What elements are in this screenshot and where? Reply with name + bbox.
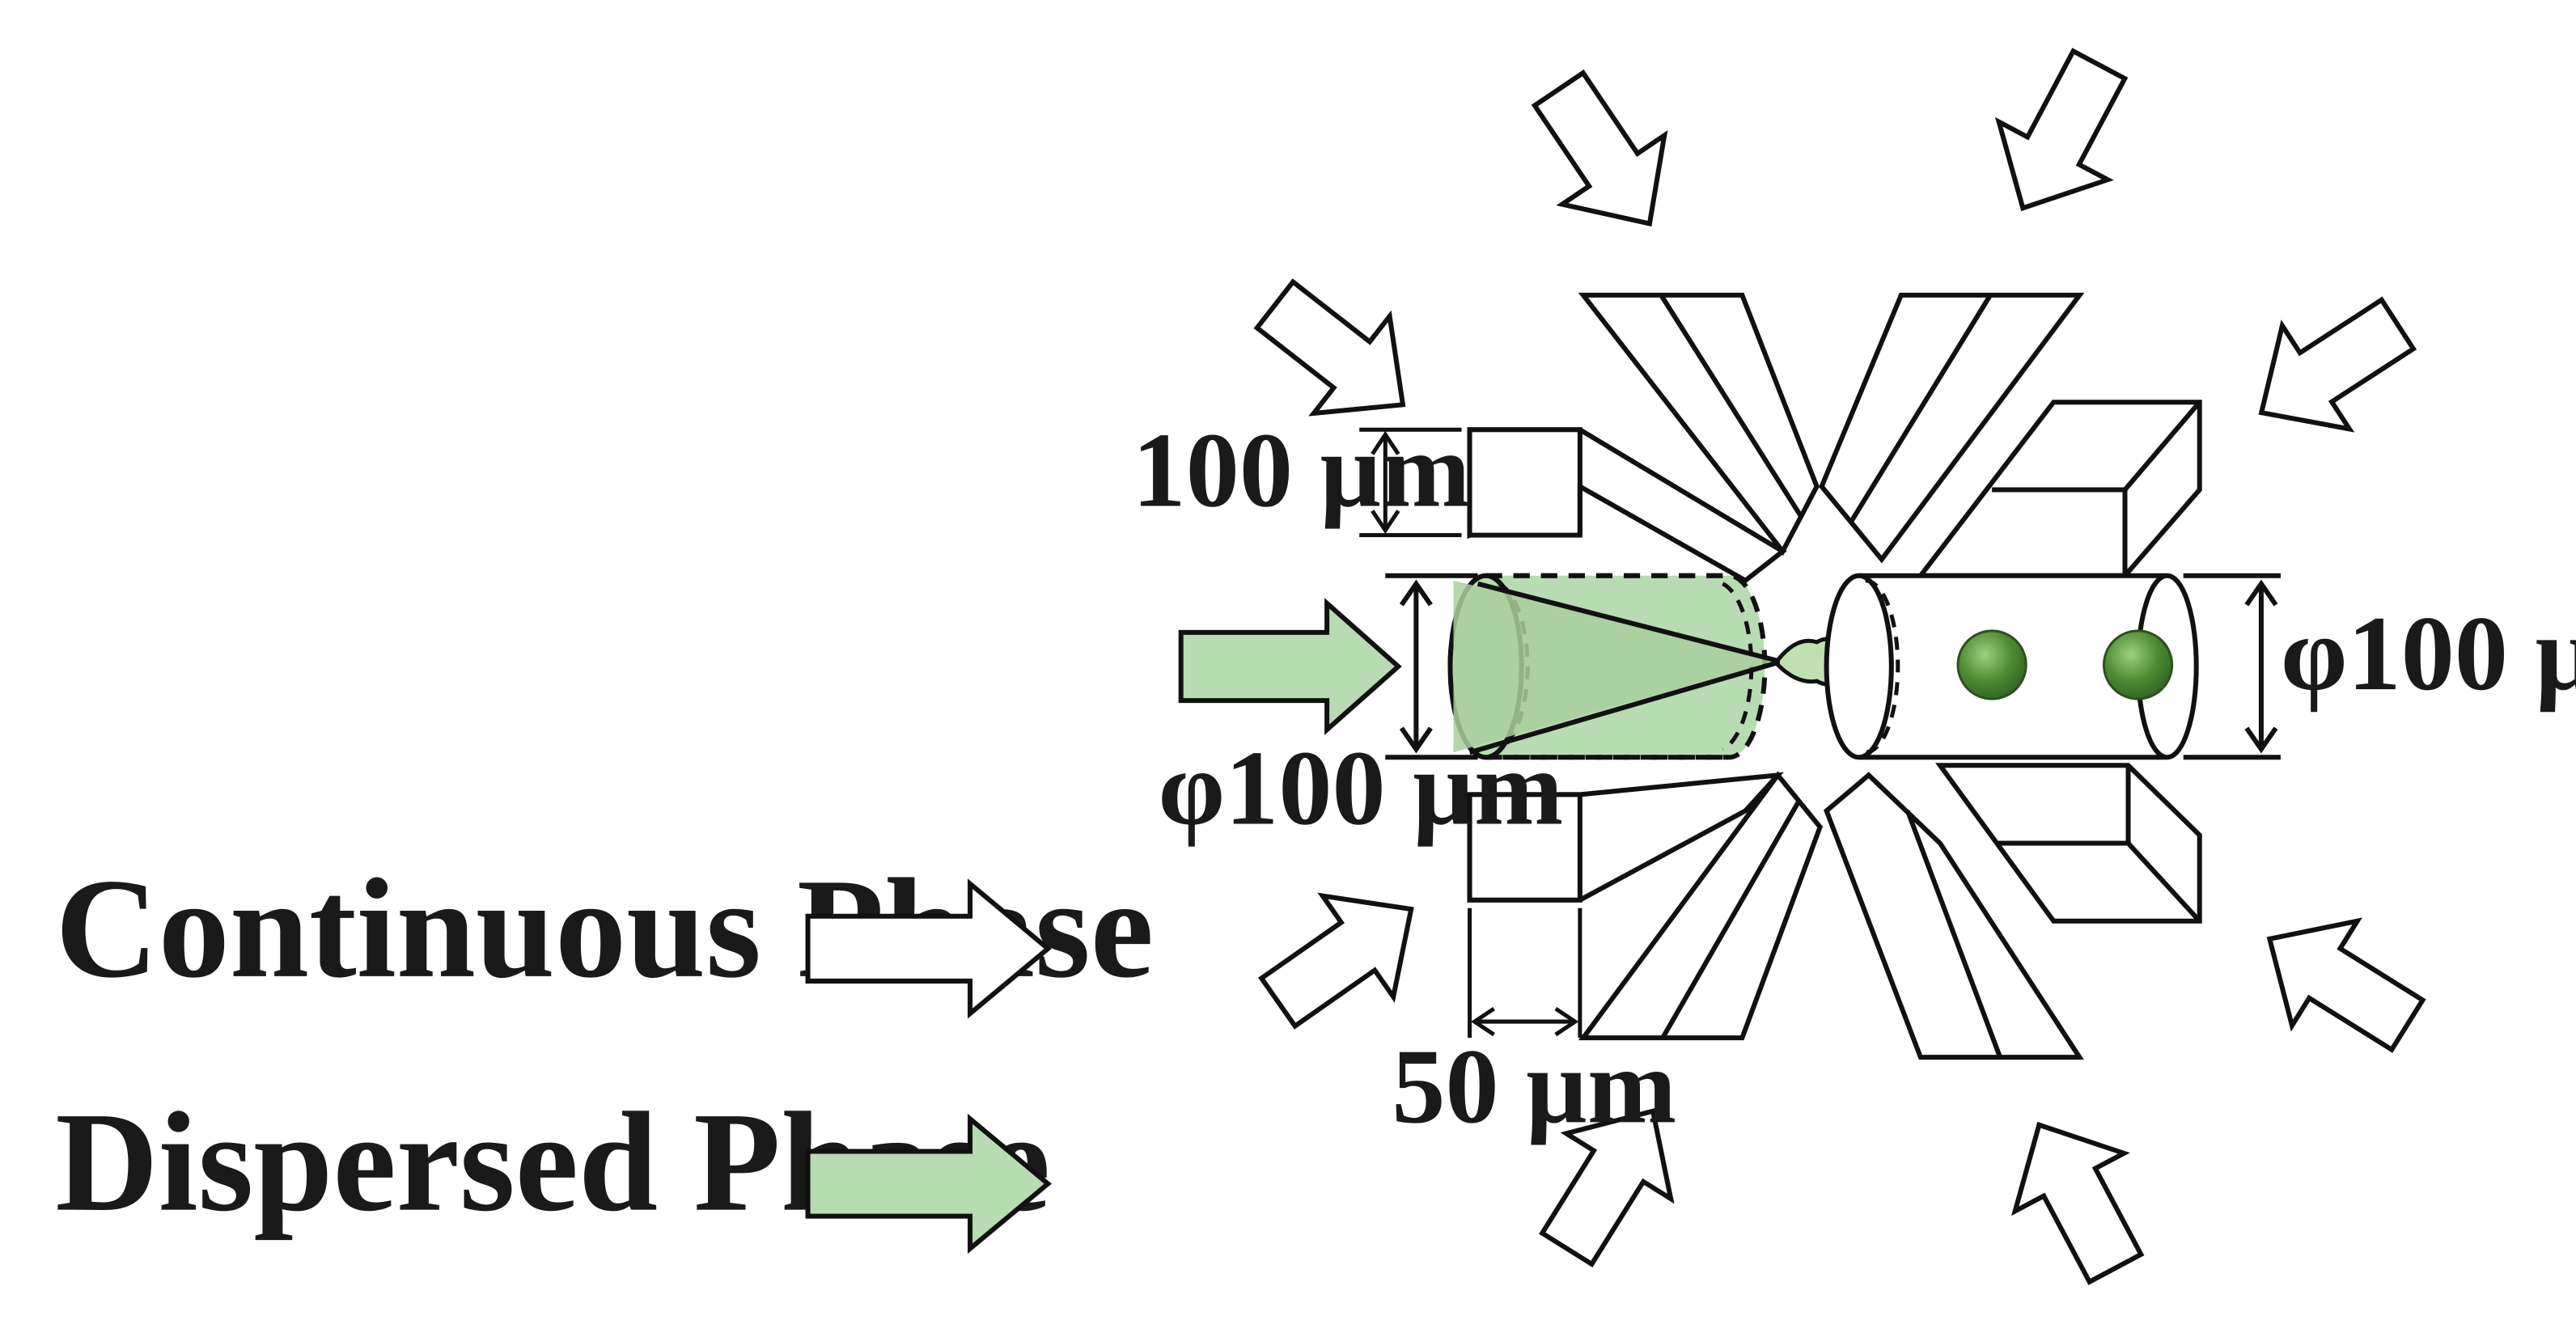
channel-left-upper	[1467, 427, 1787, 584]
channel-lower-right	[1824, 772, 2084, 1060]
droplet	[2102, 629, 2174, 700]
label-outlet-diameter: φ100 µm	[2281, 594, 2576, 713]
label-inlet-diameter: φ100 µm	[1159, 728, 1564, 847]
channel-upper-left	[1578, 292, 1820, 556]
channel-lower-left	[1578, 771, 1824, 1041]
dispersed-inlet-arrow	[1178, 598, 1402, 735]
continuous-arrow-nw-top	[1531, 69, 1668, 227]
channel-right-lower	[1935, 763, 2202, 924]
channel-upper-right	[1819, 292, 2085, 564]
continuous-arrow-ne-side	[2258, 296, 2417, 433]
continuous-arrow-nw-side	[1253, 278, 1406, 417]
legend-dispersed-arrow	[805, 1113, 1052, 1254]
dim-channel-width	[1468, 908, 1582, 1039]
label-channel-height: 100 µm	[1133, 411, 1471, 530]
continuous-arrow-sw-bottom	[1539, 1108, 1675, 1268]
dim-outlet-diameter	[2183, 573, 2281, 760]
droplet	[1956, 629, 2027, 700]
label-channel-width: 50 µm	[1392, 1026, 1676, 1145]
continuous-arrow-ne-top	[1994, 48, 2129, 212]
inlet-cylinder	[1447, 573, 1854, 760]
outlet-cylinder	[1824, 573, 2199, 760]
channel-left-lower	[1467, 772, 1784, 903]
dim-inlet-diameter	[1385, 573, 1478, 760]
continuous-arrow-sw-side	[1258, 892, 1414, 1030]
dispersed-cone	[1453, 580, 1778, 753]
continuous-arrow-se-bottom	[2010, 1121, 2145, 1285]
legend-continuous-arrow	[805, 878, 1052, 1019]
continuous-arrow-se-side	[2266, 917, 2426, 1053]
dim-channel-height	[1359, 427, 1462, 538]
channel-right-upper	[1915, 400, 2202, 578]
legend: Continuous Phase Dispersed Phase	[55, 850, 1154, 1254]
